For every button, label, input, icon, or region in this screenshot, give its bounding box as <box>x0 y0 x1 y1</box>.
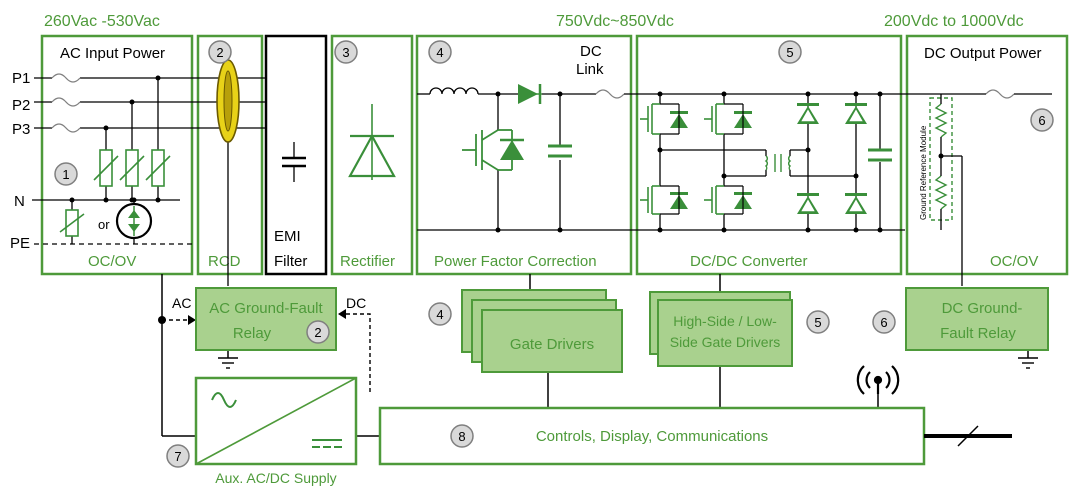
rcd-box <box>196 34 264 276</box>
emi-label-line2: Filter <box>274 253 307 270</box>
svg-text:3: 3 <box>342 45 349 60</box>
svg-text:4: 4 <box>436 307 443 322</box>
rectifier-footer: Rectifier <box>340 253 395 270</box>
dc-link-fuse <box>595 89 625 99</box>
svg-text:2: 2 <box>216 45 223 60</box>
pfc-box <box>415 34 633 276</box>
pfc-boost-diode-icon <box>518 84 542 104</box>
ground-icon <box>218 357 1038 369</box>
svg-text:Fault Relay: Fault Relay <box>940 325 1016 342</box>
ground-reference-label: Ground Reference Module <box>919 125 928 220</box>
dcdc-footer: DC/DC Converter <box>690 253 808 270</box>
dc-link-voltage-label: 750Vdc~850Vdc <box>556 13 674 30</box>
pfc-wiring <box>417 87 905 231</box>
svg-text:Side Gate Drivers: Side Gate Drivers <box>670 334 780 350</box>
phase-label-n: N <box>14 193 25 210</box>
dc-link-label-line1: DC <box>580 43 602 60</box>
rectifier-diode-icon <box>348 104 396 180</box>
emi-filter-box <box>264 34 328 276</box>
svg-text:5: 5 <box>786 45 793 60</box>
gate-drivers-label: Gate Drivers <box>510 336 594 353</box>
rcd-toroid-icon <box>216 59 240 143</box>
badge-5-dcdc: 5 <box>778 40 802 64</box>
input-fuses <box>51 73 81 133</box>
pfc-igbt-icon <box>462 129 513 171</box>
badge-1: 1 <box>54 162 78 186</box>
svg-text:DC Ground-: DC Ground- <box>942 300 1023 317</box>
svg-text:5: 5 <box>814 315 821 330</box>
svg-text:AC Ground-Fault: AC Ground-Fault <box>209 300 323 317</box>
pfc-junctions <box>495 91 563 233</box>
ground-reference-resistors <box>934 103 948 210</box>
dcdc-mosfets-icon <box>640 103 724 215</box>
dcdc-junctions <box>657 91 883 233</box>
dc-ground-fault-relay: DC Ground- Fault Relay 6 <box>872 287 1049 351</box>
emi-label-line1: EMI <box>274 228 301 245</box>
phase-label-p1: P1 <box>12 70 30 87</box>
dcdc-body-diodes-icon <box>670 111 752 209</box>
dc-output-box <box>905 34 1069 276</box>
stage-badges: 1 2 3 4 5 6 <box>54 40 1054 186</box>
svg-text:High-Side / Low-: High-Side / Low- <box>673 313 777 329</box>
badge-6-output: 6 <box>1030 108 1054 132</box>
aux-supply-label: Aux. AC/DC Supply <box>215 470 336 486</box>
dc-symbol-icon <box>312 439 342 448</box>
gate-drivers-stack: Gate Drivers 4 <box>428 289 623 373</box>
emi-capacitor-icon <box>282 142 306 182</box>
output-voltage-label: 200Vdc to 1000Vdc <box>884 13 1024 30</box>
output-fuse <box>985 89 1015 99</box>
dcdc-wiring <box>659 93 940 230</box>
dc-output-title: DC Output Power <box>924 45 1042 62</box>
badge-2-rcd: 2 <box>208 40 232 64</box>
rcd-footer: RCD <box>208 253 241 270</box>
phase-label-pe: PE <box>10 235 30 252</box>
transformer-icon <box>764 154 792 172</box>
lower-wiring <box>161 274 1029 437</box>
svg-text:1: 1 <box>62 167 69 182</box>
pfc-capacitor-icon <box>548 144 572 158</box>
sine-wave-icon <box>211 392 237 408</box>
comm-bus <box>924 425 1012 447</box>
svg-text:6: 6 <box>880 315 887 330</box>
dc-sense-label: DC <box>346 295 366 311</box>
mov-varistors <box>59 149 171 237</box>
aux-ac-dc-supply: Aux. AC/DC Supply 7 <box>166 376 358 486</box>
pfc-footer: Power Factor Correction <box>434 253 597 270</box>
badge-3: 3 <box>334 40 358 64</box>
svg-text:8: 8 <box>458 429 465 444</box>
dc-link-label-line2: Link <box>576 61 604 78</box>
controls-display-communications: Controls, Display, Communications 8 <box>378 406 926 466</box>
ac-ground-fault-relay: AC Ground-Fault Relay 2 <box>195 287 337 351</box>
hs-ls-gate-drivers: High-Side / Low- Side Gate Drivers 5 <box>649 291 830 367</box>
or-label: or <box>98 217 110 232</box>
phase-label-p2: P2 <box>12 97 30 114</box>
ac-input-junctions <box>69 75 161 203</box>
phase-label-p3: P3 <box>12 121 30 138</box>
ac-sense-label: AC <box>172 295 191 311</box>
ac-input-title: AC Input Power <box>60 45 165 62</box>
svg-text:4: 4 <box>436 45 443 60</box>
dc-output-footer: OC/OV <box>990 253 1038 270</box>
ac-input-footer: OC/OV <box>88 253 136 270</box>
svg-text:2: 2 <box>314 325 321 340</box>
dcdc-box <box>635 34 903 276</box>
surge-source-icon <box>115 202 153 240</box>
controls-label: Controls, Display, Communications <box>536 428 768 445</box>
svg-text:Relay: Relay <box>233 325 272 342</box>
svg-text:6: 6 <box>1038 113 1045 128</box>
badge-4-pfc: 4 <box>428 40 452 64</box>
antenna-icon <box>856 365 900 395</box>
rectifier-box <box>330 34 414 276</box>
ac-input-box <box>40 34 194 276</box>
dc-sense-arrow <box>344 313 371 392</box>
input-voltage-label: 260Vac -530Vac <box>44 13 160 30</box>
output-capacitor-icon <box>868 148 892 162</box>
svg-text:7: 7 <box>174 449 181 464</box>
pfc-freewheel-diode-icon <box>500 140 524 160</box>
